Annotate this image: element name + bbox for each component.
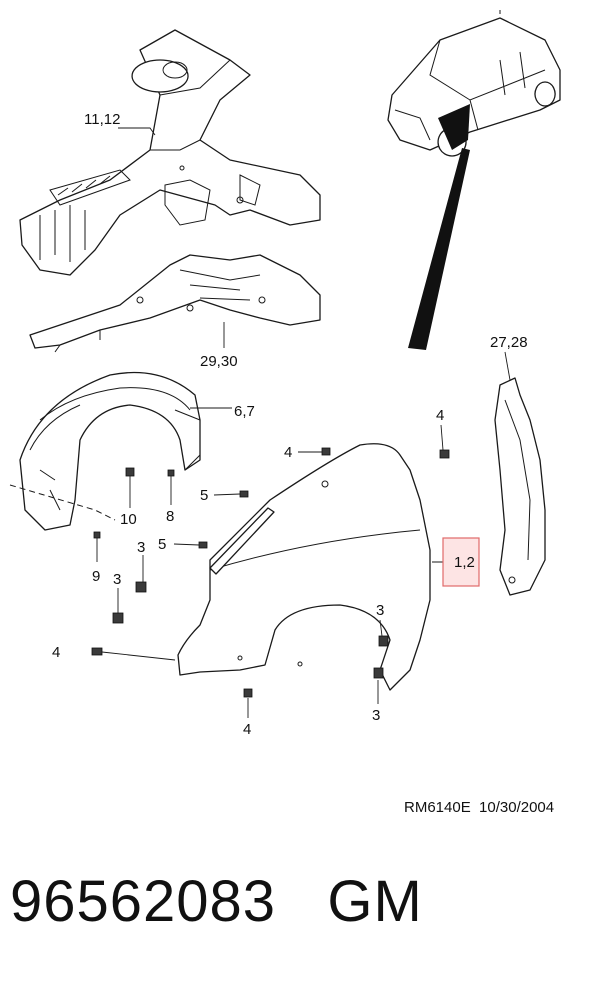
diagram-reference: RM6140E 10/30/2004 xyxy=(404,799,554,816)
leader-lines xyxy=(96,127,511,718)
callout-3-d: 3 xyxy=(372,707,380,724)
reinforcement-assembly xyxy=(19,29,321,276)
callout-11-12: 11,12 xyxy=(84,111,120,128)
floor-panel xyxy=(29,254,321,353)
callout-3-b: 3 xyxy=(113,571,121,588)
callout-4-top: 4 xyxy=(284,444,292,461)
callout-5-upper: 5 xyxy=(200,487,208,504)
splash-shield xyxy=(9,371,201,531)
callout-labels: 11,12 29,30 6,7 27,28 1,2 4 4 4 4 5 5 3 … xyxy=(52,111,528,738)
car-thumbnail xyxy=(387,10,561,350)
part-number: 96562083 GM xyxy=(10,869,423,934)
callout-8: 8 xyxy=(166,508,174,525)
callout-27-28: 27,28 xyxy=(490,334,528,351)
callout-4-bottom: 4 xyxy=(243,721,251,738)
fender-seal xyxy=(494,377,546,596)
callout-arrow xyxy=(408,148,470,350)
callout-9: 9 xyxy=(92,568,100,585)
callout-5-lower: 5 xyxy=(158,536,166,553)
callout-4-left: 4 xyxy=(52,644,60,661)
callout-3-a: 3 xyxy=(137,539,145,556)
callout-4-right: 4 xyxy=(436,407,444,424)
callout-6-7: 6,7 xyxy=(234,403,255,420)
callout-3-c: 3 xyxy=(376,602,384,619)
highlight-box xyxy=(442,537,480,587)
front-fender xyxy=(177,443,431,691)
callout-29-30: 29,30 xyxy=(200,353,238,370)
callout-1-2: 1,2 xyxy=(454,554,475,571)
callout-10: 10 xyxy=(120,511,137,528)
